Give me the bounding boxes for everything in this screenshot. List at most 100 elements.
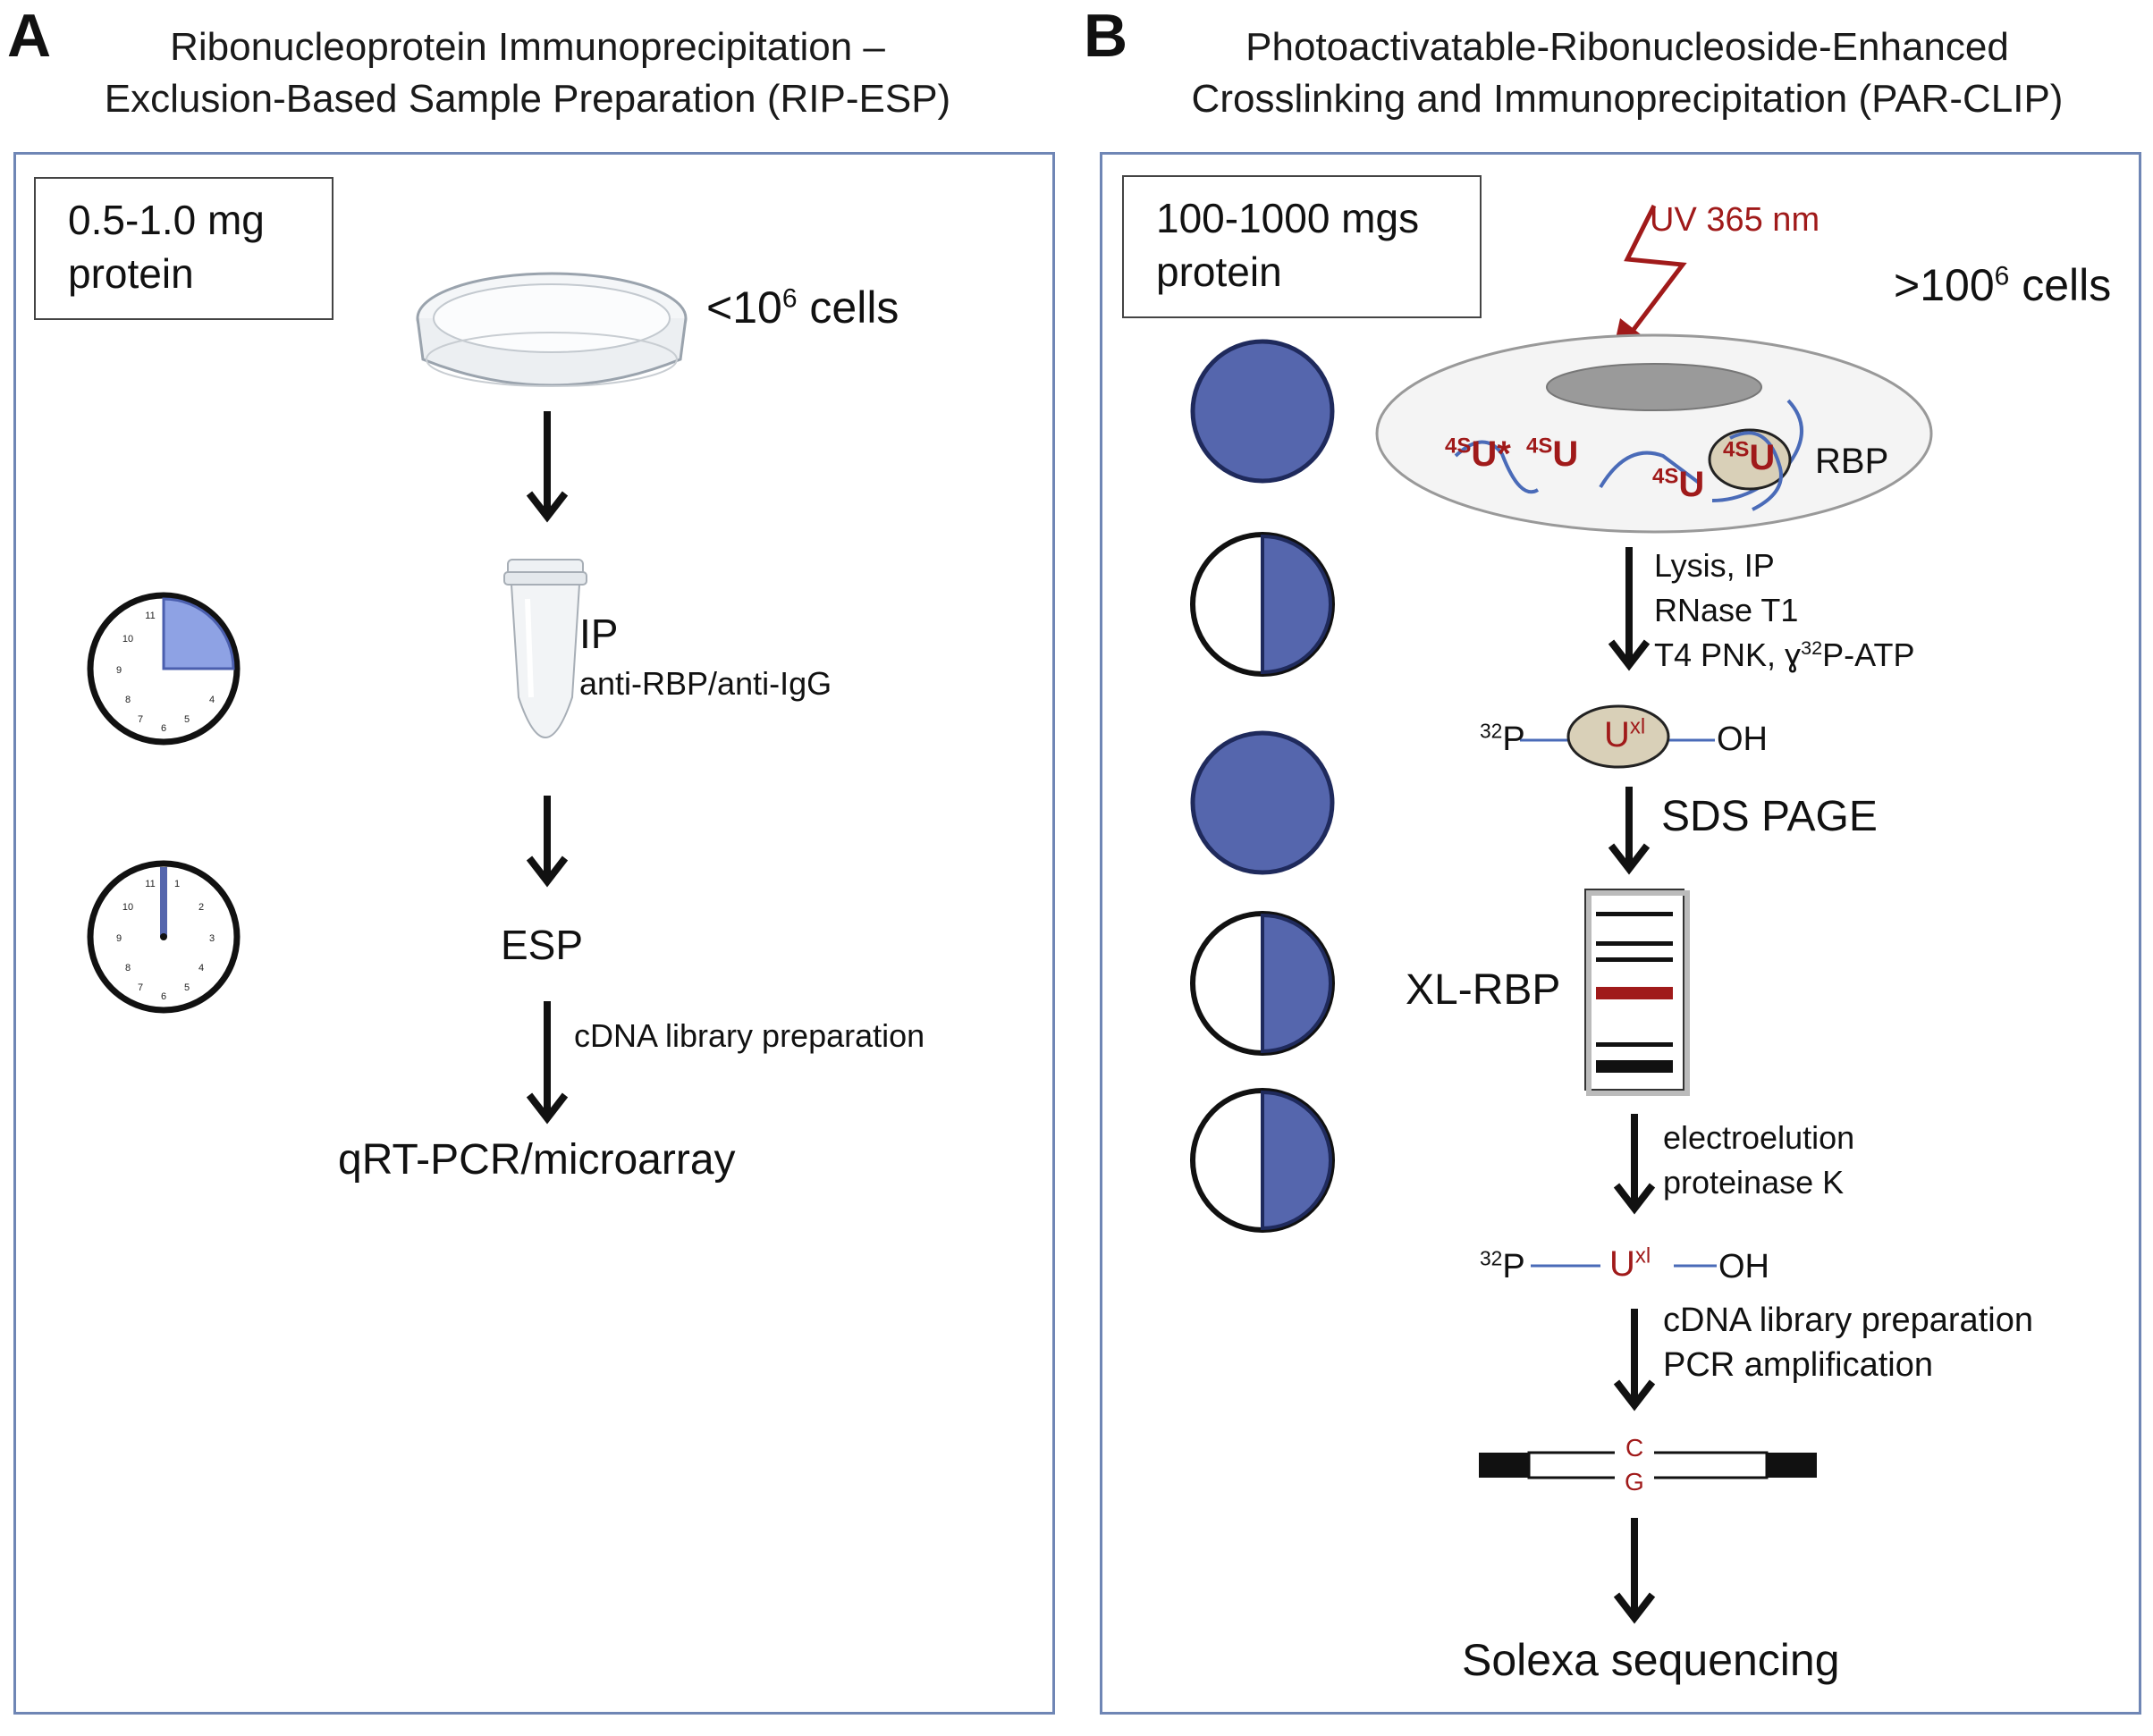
panel-b-step1-line3-b: P-ATP	[1822, 636, 1915, 673]
p32-label: 32P	[1480, 721, 1525, 759]
panel-a-arrows	[526, 411, 569, 1125]
panel-b-step3: electroelution proteinase K	[1663, 1116, 1854, 1205]
svg-text:4: 4	[198, 963, 204, 973]
rbp-complex	[1566, 704, 1670, 769]
panel-b-step3-line2: proteinase K	[1663, 1164, 1845, 1201]
panel-a-amount-line1: 0.5-1.0 mg	[68, 197, 265, 243]
panel-b-title-line1: Photoactivatable-Ribonucleoside-Enhanced	[1245, 25, 2009, 69]
svg-text:4: 4	[209, 695, 215, 705]
panel-a-amount-box: 0.5-1.0 mg protein	[34, 177, 334, 320]
gel-icon	[1584, 889, 1690, 1096]
full-circle-icon	[1190, 339, 1335, 484]
panel-b-step1-line3: T4 PNK, ɣ32P-ATP	[1654, 633, 1914, 678]
panel-a-ip-label: IP	[579, 611, 619, 657]
clock-icon	[1190, 1088, 1335, 1233]
base-g-label: G	[1625, 1468, 1644, 1496]
p32-letter: P	[1502, 721, 1525, 758]
panel-a-esp-label: ESP	[501, 922, 584, 968]
panel-b-step1-line1: Lysis, IP	[1654, 547, 1775, 584]
panel-b-uv-label: UV 365 nm	[1650, 201, 1820, 239]
svg-text:10: 10	[122, 634, 133, 645]
label-4su-letter: U	[1678, 465, 1705, 504]
panel-b-cells-label: >1006 cells	[1894, 259, 2111, 311]
panel-b-amount-box: 100-1000 mgs protein	[1122, 175, 1482, 318]
panel-b-frame	[1100, 152, 2141, 1715]
svg-text:8: 8	[125, 695, 131, 705]
panel-a-title-line1: Ribonucleoprotein Immunoprecipitation –	[170, 25, 885, 69]
panel-a-readout-label: qRT-PCR/microarray	[338, 1136, 736, 1184]
panel-b-step1-line3-sup: 32	[1801, 636, 1823, 659]
svg-text:11: 11	[145, 879, 155, 889]
nucleus	[1546, 363, 1762, 411]
lightning-icon	[1624, 204, 1687, 340]
svg-text:9: 9	[116, 665, 122, 676]
panel-b-final-label: Solexa sequencing	[1462, 1635, 1840, 1685]
uxl-free-sup: xl	[1634, 1243, 1651, 1268]
svg-text:1: 1	[174, 879, 180, 889]
svg-text:8: 8	[125, 963, 131, 973]
panel-b-amount-line1: 100-1000 mgs	[1156, 195, 1420, 241]
label-4su-star-sup: 4S	[1445, 434, 1472, 459]
panel-a-cdna-label: cDNA library preparation	[574, 1017, 925, 1054]
p32-label-free: 32P	[1480, 1248, 1525, 1286]
panel-a-amount-line2: protein	[68, 250, 194, 297]
label-4su-bound-sup: 4S	[1723, 437, 1750, 462]
label-4su: 4SU	[1652, 465, 1704, 505]
rna-strand	[1454, 440, 1540, 494]
microtube-icon	[503, 559, 587, 738]
panel-a-title-line2: Exclusion-Based Sample Preparation (RIP-…	[104, 77, 951, 121]
cdna-duplex	[1479, 1448, 1817, 1482]
svg-text:5: 5	[184, 982, 190, 993]
clock-icon	[1190, 911, 1335, 1056]
panel-a-ip-sub: anti-RBP/anti-IgG	[579, 665, 832, 702]
label-4su-star: 4SU*	[1445, 434, 1511, 475]
p32-free-letter: P	[1502, 1248, 1525, 1285]
uxl-sup: xl	[1629, 714, 1646, 739]
panel-b-title-line2: Crosslinking and Immunoprecipitation (PA…	[1191, 77, 2064, 121]
panel-a-cells-suffix: cells	[797, 282, 899, 333]
uxl-free-letter: U	[1609, 1244, 1635, 1284]
panel-b-xlrbp-label: XL-RBP	[1406, 966, 1561, 1014]
label-4su-letter: U	[1552, 434, 1579, 474]
panel-b-step4-line1: cDNA library preparation	[1663, 1302, 2033, 1339]
panel-a-title: Ribonucleoprotein Immunoprecipitation – …	[18, 21, 1037, 125]
uxl-label: Uxl	[1604, 715, 1645, 755]
uxl-label-free: Uxl	[1609, 1244, 1651, 1285]
panel-b-cells-prefix: >100	[1894, 260, 1995, 310]
panel-b-letter: B	[1084, 2, 1128, 70]
full-circle-icon	[1190, 730, 1335, 875]
label-4su-sup: 4S	[1526, 434, 1553, 459]
panel-b-step4-line2: PCR amplification	[1663, 1346, 1933, 1384]
arrow-a2	[526, 796, 569, 888]
panel-a-letter: A	[7, 2, 52, 70]
label-4su-sup: 4S	[1652, 464, 1679, 489]
panel-b-cells-exp: 6	[1994, 261, 2010, 291]
panel-a-cells-label: <106 cells	[706, 282, 899, 333]
panel-a-cells-prefix: <10	[706, 282, 782, 333]
arrow-a1	[526, 411, 569, 523]
rna-strand	[1599, 451, 1701, 489]
label-4su-star-mark: *	[1497, 434, 1511, 474]
svg-text:9: 9	[116, 933, 122, 944]
panel-b-cells-suffix: cells	[2009, 260, 2112, 310]
panel-b-step1-line2: RNase T1	[1654, 592, 1799, 628]
svg-text:7: 7	[138, 714, 143, 725]
svg-text:5: 5	[184, 714, 190, 725]
panel-b-step1-line3-a: T4 PNK, ɣ	[1654, 636, 1802, 673]
panel-b-rbp-label: RBP	[1815, 442, 1889, 481]
panel-a-cells-exp: 6	[781, 283, 798, 314]
panel-a-frame	[13, 152, 1055, 1715]
petri-dish-icon	[416, 272, 688, 387]
panel-b-step1: Lysis, IP RNase T1 T4 PNK, ɣ32P-ATP	[1654, 544, 1914, 678]
arrow-a3	[526, 1001, 569, 1125]
svg-text:2: 2	[198, 902, 204, 913]
base-c-label: C	[1625, 1434, 1644, 1462]
svg-text:6: 6	[161, 991, 166, 1002]
label-4su: 4SU	[1526, 434, 1578, 475]
oh-label-free: OH	[1718, 1248, 1769, 1285]
svg-text:7: 7	[138, 982, 143, 993]
label-4su-bound: 4SU	[1723, 438, 1775, 478]
